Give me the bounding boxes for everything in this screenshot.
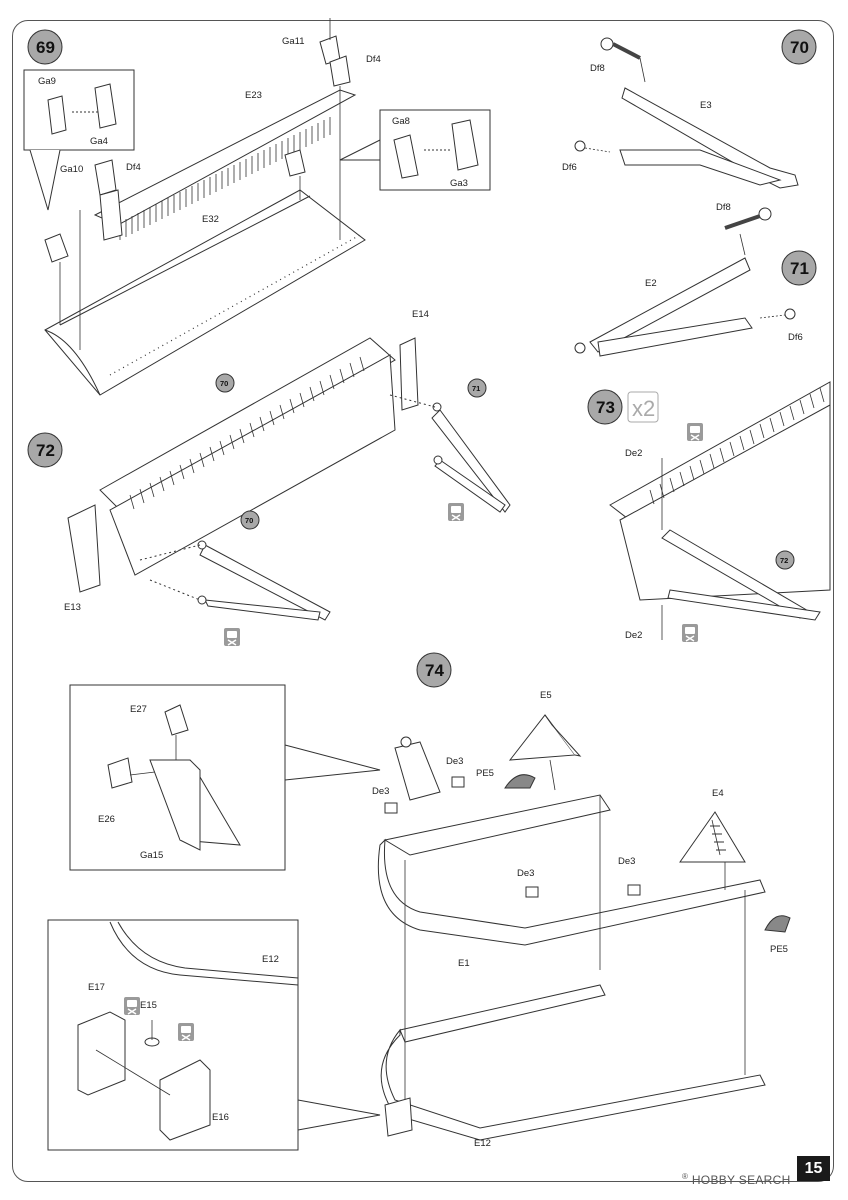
part-label: Ga10 (60, 164, 83, 175)
part-label: De3 (372, 786, 389, 797)
part-label: De3 (517, 868, 534, 879)
part-label: E32 (202, 214, 219, 225)
part-label: E26 (98, 814, 115, 825)
ref-step-71: 71 (472, 384, 480, 393)
ref-step-72: 72 (780, 556, 788, 565)
part-label: Ga9 (38, 76, 56, 87)
part-label: E27 (130, 704, 147, 715)
part-label: E23 (245, 90, 262, 101)
part-label: E3 (700, 100, 712, 111)
part-label: Df8 (590, 63, 605, 74)
step-74-number: 74 (425, 661, 444, 680)
step-71-drawing (574, 207, 796, 357)
part-label: PE5 (770, 944, 788, 955)
part-label: E17 (88, 982, 105, 993)
part-label: Df8 (716, 202, 731, 213)
part-label: E5 (540, 690, 552, 701)
part-label: E16 (212, 1112, 229, 1123)
part-label: E12 (474, 1138, 491, 1149)
step-71-number: 71 (790, 259, 809, 278)
part-label: Df6 (788, 332, 803, 343)
watermark-brand: HOBBY SEARCH (691, 1173, 791, 1187)
part-label: Ga15 (140, 850, 163, 861)
watermark-mark: ® (682, 1172, 689, 1181)
step-70-drawing (574, 37, 799, 189)
part-label: De3 (618, 856, 635, 867)
page-number: 15 (797, 1156, 830, 1181)
part-label: E13 (64, 602, 81, 613)
part-labels: Ga11 Df4 E23 Ga9 Ga4 Ga8 Ga3 Ga10 Df4 E3… (38, 36, 803, 1149)
step-72-drawing (67, 337, 511, 621)
part-label: De3 (446, 756, 463, 767)
step-74-drawing (47, 684, 791, 1151)
watermark: ® HOBBY SEARCH (682, 1172, 791, 1187)
part-label: E2 (645, 278, 657, 289)
step-73-drawing (609, 381, 831, 640)
glue-icon (223, 627, 241, 647)
step-73-number: 73 (596, 398, 615, 417)
step-70-number: 70 (790, 38, 809, 57)
part-label: E1 (458, 958, 470, 969)
part-label: Df6 (562, 162, 577, 173)
step-69-drawing (23, 18, 491, 396)
step-69-number: 69 (36, 38, 55, 57)
glue-icon (123, 996, 141, 1016)
glue-icon (686, 422, 704, 442)
ref-step-70: 70 (245, 516, 253, 525)
part-label: Ga11 (282, 36, 305, 47)
part-label: Df4 (366, 54, 381, 65)
part-label: E4 (712, 788, 724, 799)
part-label: Ga4 (90, 136, 108, 147)
glue-icon (447, 502, 465, 522)
step-circles (27, 29, 817, 688)
part-label: E15 (140, 1000, 157, 1011)
part-label: E14 (412, 309, 429, 320)
glue-icon (177, 1022, 195, 1042)
glue-icon (681, 623, 699, 643)
part-label: PE5 (476, 768, 494, 779)
part-label: Df4 (126, 162, 141, 173)
ref-step-70: 70 (220, 379, 228, 388)
part-label: Ga3 (450, 178, 468, 189)
page-frame (12, 20, 834, 1182)
step-73-multiplier: x2 (632, 396, 655, 421)
part-label: De2 (625, 630, 642, 641)
part-label: De2 (625, 448, 642, 459)
step-72-number: 72 (36, 441, 55, 460)
part-label: Ga8 (392, 116, 410, 127)
part-label: E12 (262, 954, 279, 965)
